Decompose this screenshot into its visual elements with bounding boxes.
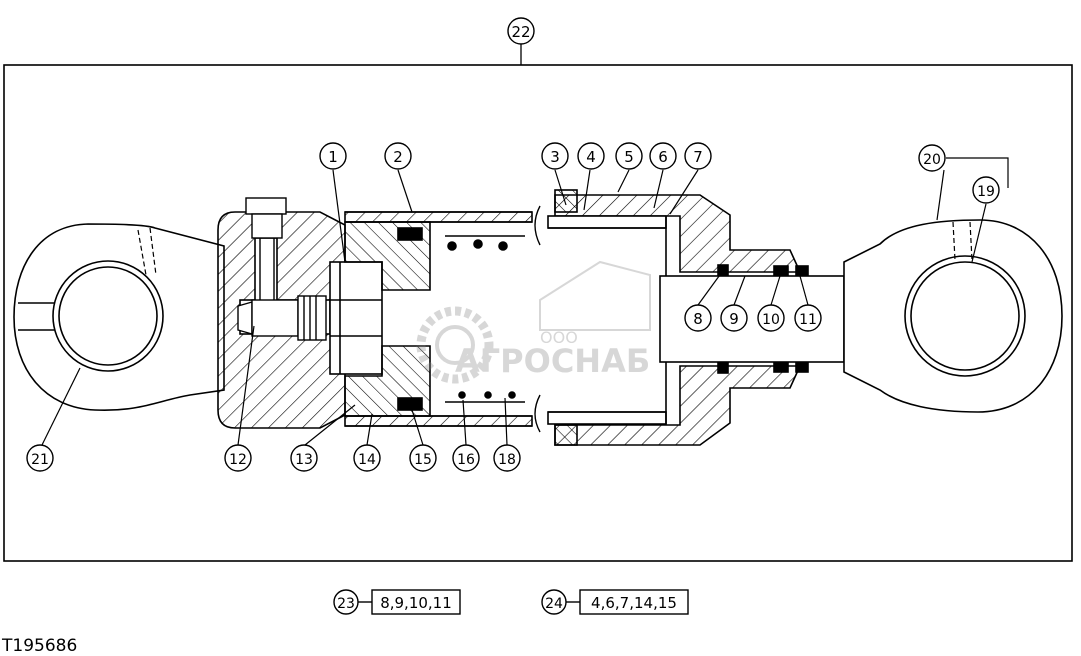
svg-text:4,6,7,14,15: 4,6,7,14,15 [591, 594, 677, 612]
callout-3: 3 [541, 142, 569, 170]
callout-20: 20 [918, 144, 946, 172]
callout-14: 14 [353, 444, 381, 472]
svg-text:5: 5 [624, 148, 634, 166]
callout-15: 15 [409, 444, 437, 472]
callout-12: 12 [224, 444, 252, 472]
svg-text:10: 10 [762, 312, 780, 328]
callout-11: 11 [794, 304, 822, 332]
right-rod-eye [843, 219, 1063, 413]
kit-legend: 23 8,9,10,11 24 4,6,7,14,15 [333, 589, 689, 615]
callout-19: 19 [972, 176, 1000, 204]
leader-lines [41, 157, 1009, 446]
svg-text:8: 8 [693, 310, 703, 328]
callout-13: 13 [290, 444, 318, 472]
svg-text:20: 20 [923, 152, 941, 168]
watermark: ООО АГРОСНАБ [416, 260, 651, 384]
cylinder-barrel [344, 205, 541, 433]
piston-nut [329, 261, 383, 375]
callout-1: 1 [319, 142, 347, 170]
svg-text:18: 18 [498, 452, 516, 468]
callout-21: 21 [26, 444, 54, 472]
callout-5: 5 [615, 142, 643, 170]
svg-text:23: 23 [337, 596, 355, 612]
callout-4: 4 [577, 142, 605, 170]
kit-23: 23 8,9,10,11 [333, 589, 461, 615]
svg-text:7: 7 [693, 148, 703, 166]
svg-text:21: 21 [31, 452, 49, 468]
callout-6: 6 [649, 142, 677, 170]
grease-fitting [245, 197, 287, 300]
callout-22: 22 [507, 17, 535, 45]
svg-text:13: 13 [295, 452, 313, 468]
svg-text:16: 16 [457, 452, 475, 468]
check-valve [237, 295, 327, 341]
svg-text:3: 3 [550, 148, 560, 166]
svg-text:2: 2 [393, 148, 403, 166]
callout-10: 10 [757, 304, 785, 332]
svg-text:4: 4 [586, 148, 596, 166]
svg-text:11: 11 [799, 312, 817, 328]
svg-text:6: 6 [658, 148, 668, 166]
svg-text:19: 19 [977, 184, 995, 200]
rod-gland [547, 189, 809, 446]
diagram-frame [3, 64, 1073, 562]
svg-text:22: 22 [511, 23, 530, 41]
kit-24: 24 4,6,7,14,15 [541, 589, 689, 615]
callout-16: 16 [452, 444, 480, 472]
watermark-main: АГРОСНАБ [455, 342, 650, 380]
svg-text:8,9,10,11: 8,9,10,11 [380, 594, 452, 612]
svg-text:24: 24 [545, 596, 563, 612]
watermark-small: ООО [540, 328, 578, 347]
svg-text:12: 12 [229, 452, 247, 468]
svg-text:14: 14 [358, 452, 376, 468]
svg-text:1: 1 [328, 148, 338, 166]
callout-18: 18 [493, 444, 521, 472]
svg-text:9: 9 [729, 310, 739, 328]
callout-9: 9 [720, 304, 748, 332]
callout-8: 8 [684, 304, 712, 332]
piston [344, 221, 431, 417]
callout-7: 7 [684, 142, 712, 170]
left-rod-eye [13, 223, 225, 412]
callout-2: 2 [384, 142, 412, 170]
callout-group: 22 1 2 3 4 5 6 7 8 9 10 11 12 13 14 15 1… [26, 17, 1000, 472]
svg-text:15: 15 [414, 452, 432, 468]
figure-id: T195686 [2, 636, 78, 656]
